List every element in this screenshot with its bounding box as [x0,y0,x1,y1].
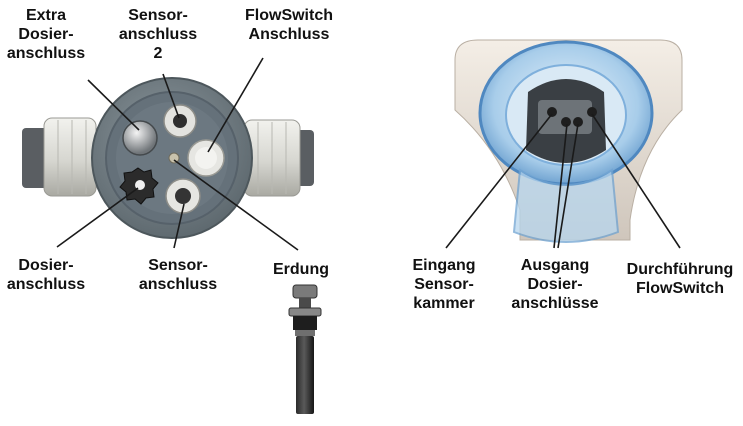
label-dosing-port: Dosier- anschluss [6,257,86,293]
label-sensor-chamber-inlet: Eingang Sensor- kammer [412,257,476,312]
label-extra-dosing-port: Extra Dosier- anschluss [6,7,86,62]
left-union-nut [43,117,97,197]
label-dosing-outlets: Ausgang Dosier- anschlüsse [511,257,599,312]
leader-dosing-outlet-2 [557,123,579,249]
label-sensor-port-2: Sensor- anschluss 2 [118,7,198,62]
leader-lines [56,57,681,251]
leader-sensor-port [173,203,185,249]
leader-flowswitch-passage [591,113,681,249]
leader-extra-dosing-port [87,79,140,131]
dosing-outlet-1 [561,117,571,127]
left-pipe-end [22,128,50,188]
leader-sensor-chamber-inlet [445,113,553,249]
label-flowswitch-port: FlowSwitch Anschluss [245,7,333,43]
flowswitch-passage [587,107,597,117]
label-grounding: Erdung [273,261,329,278]
leader-dosing-outlet-1 [553,123,568,249]
label-sensor-port: Sensor- anschluss [138,257,218,293]
leader-dosing-port [56,187,139,248]
leader-flowswitch-port [207,57,264,153]
sensor-chamber-inlet [547,107,557,117]
leader-grounding [173,159,299,251]
extra-dosing-port [122,120,158,156]
grounding-rod [288,284,322,414]
housing-top-view [22,77,314,239]
label-flowswitch-passage: Durchführung FlowSwitch [626,261,734,297]
housing-inside-view [454,39,683,243]
center-screw [168,152,180,164]
leader-sensor-port-2 [162,73,180,119]
dosing-outlet-2 [573,117,583,127]
